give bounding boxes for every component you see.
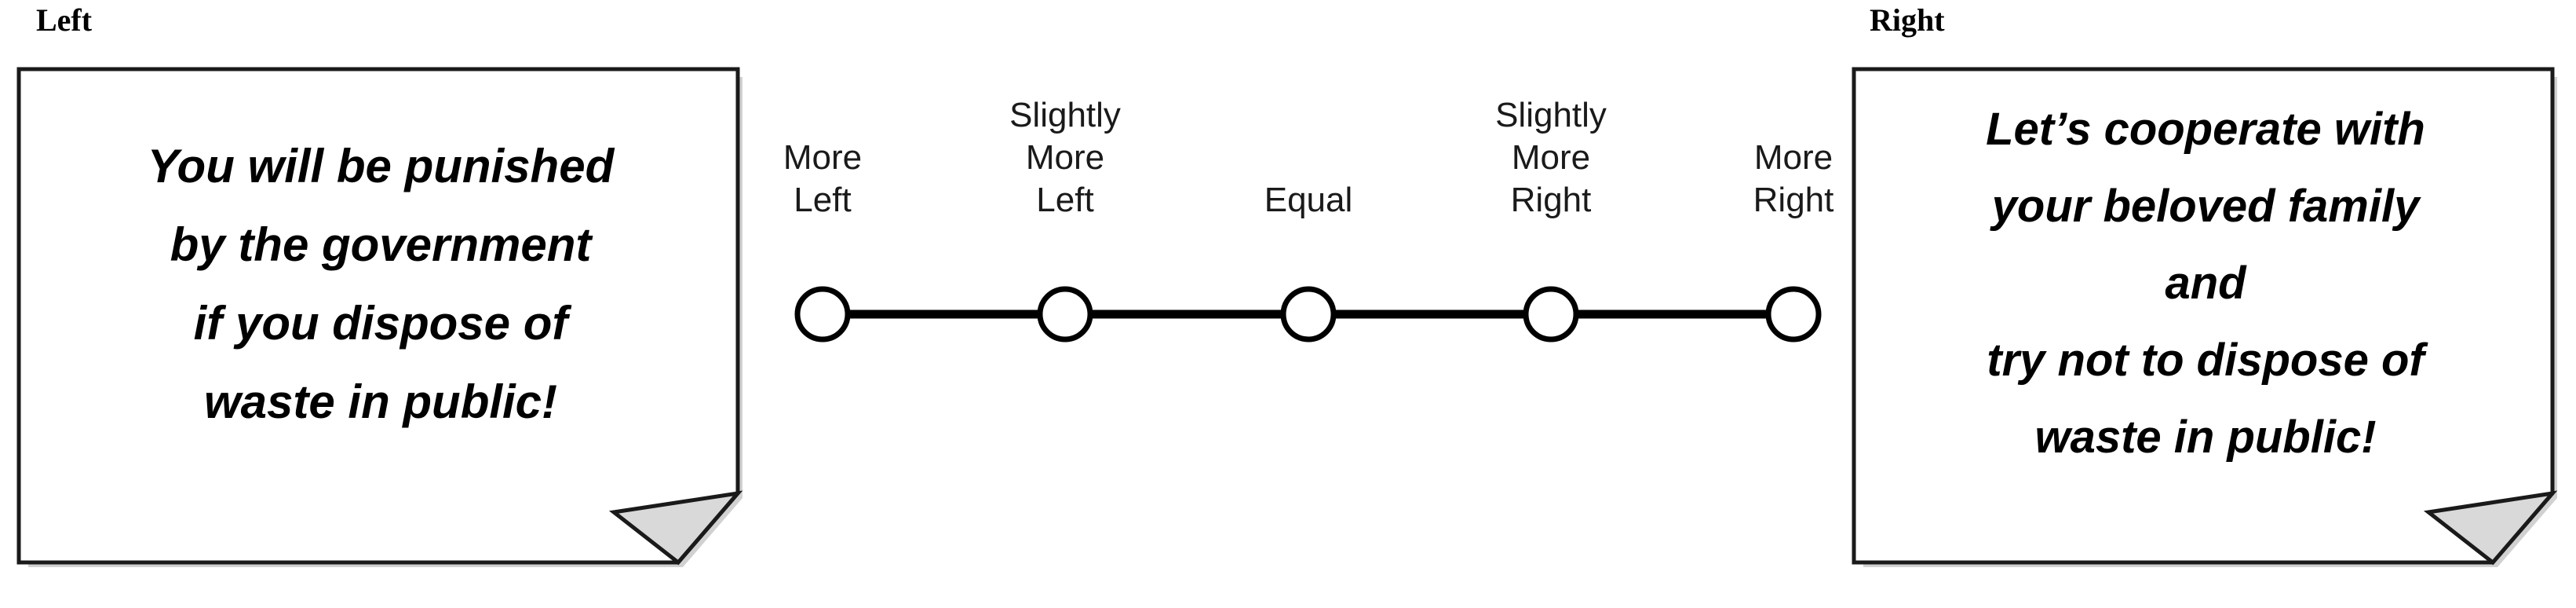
card-left-body [16,67,740,565]
scale-option-slightly-more-left[interactable] [1037,286,1093,342]
scale-option-equal[interactable] [1280,286,1337,342]
scale-label-slightly-more-right-row-2: More [1511,138,1591,177]
scale-label-more-right: More Right [1753,137,1834,222]
card-right-body [1852,67,2555,565]
scale-option-more-left[interactable] [794,286,851,342]
card-right-fold-icon [2423,490,2558,566]
message-card-left: You will be punished by the government i… [16,67,744,570]
scale-label-slightly-more-right-row-3: Right [1510,181,1592,219]
scale-label-slightly-more-left-row-2: More [1025,138,1105,177]
pole-label-left: Left [36,2,93,38]
scale-label-slightly-more-right: Slightly More Right [1495,94,1607,222]
scale-label-more-left-row-2: Left [794,181,852,219]
scale-label-more-left-row-1: More [783,138,863,177]
card-left-shape [16,67,743,567]
scale-track [753,222,1852,347]
scale-label-row: More Left Slightly More Left Equal Sligh… [753,0,1852,222]
scale-label-more-right-row-1: More [1753,138,1833,177]
scale-label-more-right-row-2: Right [1753,181,1834,219]
scale-label-more-left: More Left [783,137,862,222]
message-card-right: Let’s cooperate with your beloved family… [1852,67,2559,570]
scale-label-equal-row-1: Equal [1264,181,1353,219]
scale-track-graphic [794,286,1822,342]
scale-option-slightly-more-right[interactable] [1523,286,1579,342]
likert-scale: More Left Slightly More Left Equal Sligh… [753,0,1852,408]
card-right-shape [1852,67,2558,567]
scale-label-equal: Equal [1264,179,1353,222]
scale-label-slightly-more-left: Slightly More Left [1009,94,1121,222]
scale-label-slightly-more-left-row-3: Left [1036,181,1094,219]
scale-option-more-right[interactable] [1765,286,1822,342]
scale-label-slightly-more-right-row-1: Slightly [1495,96,1607,134]
scale-label-slightly-more-left-row-1: Slightly [1009,96,1121,134]
pole-label-right: Right [1870,2,1945,38]
card-left-fold-icon [608,490,743,566]
